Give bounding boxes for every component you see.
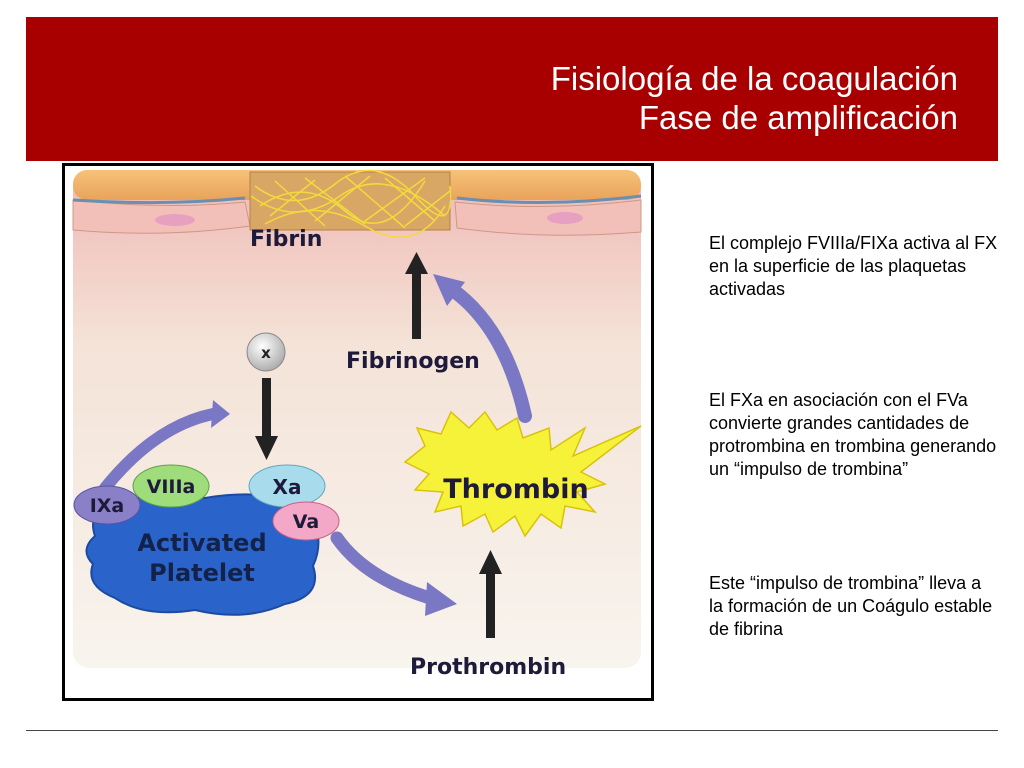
fibrin-clot [249,169,452,238]
factor-va-label: Va [293,511,320,533]
fibrinogen-to-fibrin-arrow [405,252,428,339]
title-line-1: Fisiología de la coagulación [550,60,958,97]
platelet-label: Platelet [149,559,255,587]
factor-va [272,501,340,541]
note-thrombin-burst: El FXa en asociación con el FVa conviert… [709,390,997,479]
factor-x-label: x [261,344,271,362]
endothelium [72,170,642,236]
factor-x-ball [246,332,286,372]
fibrinogen-label: Fibrinogen [346,349,480,374]
prothrombin-to-thrombin-arrow [479,550,502,638]
arrowhead-to-x [211,400,230,428]
factor-ixa [73,485,141,525]
thrombin-label: Thrombin [443,474,588,505]
arrowhead-to-prothrombin [425,582,457,616]
prothrombin-label: Prothrombin [410,655,566,680]
factor-viiia [132,464,210,508]
arrowhead-to-fibrinogen [433,274,465,306]
thrombin-burst [403,410,642,538]
slide-title: Fisiología de la coagulación Fase de amp… [551,59,958,137]
note-tenase-complex: El complejo FVIIIa/FIXa activa al FX en … [709,233,998,299]
activated-label: Activated [137,529,266,557]
prothrombinase-arrow [330,531,437,605]
tenase-to-x-arrow [99,408,219,494]
title-banner: Fisiología de la coagulación Fase de amp… [26,17,998,161]
x-to-xa-arrow [255,378,278,460]
amplification-diagram: Fibrin Fibrinogen x Activated Platelet I… [72,169,642,680]
note-stable-clot: Este “impulso de trombina” lleva a la fo… [709,573,993,639]
factor-xa-label: Xa [273,475,302,499]
coagulation-figure: Fibrin Fibrinogen x Activated Platelet I… [62,163,654,701]
factor-viiia-label: VIIIa [147,476,196,498]
fibrin-label: Fibrin [250,227,322,252]
title-line-2: Fase de amplificación [638,99,958,136]
thrombin-to-fibrinogen-arrow [443,281,532,423]
footer-divider [26,730,998,731]
factor-ixa-label: IXa [90,495,125,517]
